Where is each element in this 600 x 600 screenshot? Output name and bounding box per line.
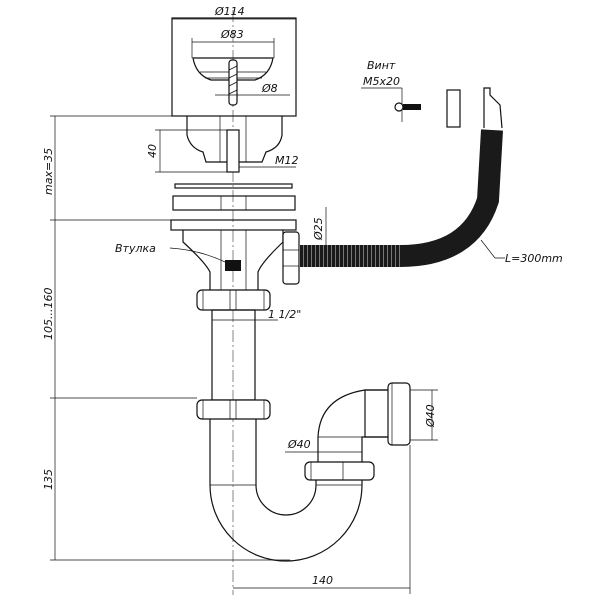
dim-m12: M12 (275, 154, 299, 167)
dim-140: 140 (312, 574, 333, 587)
dim-d83: Ø83 (220, 28, 244, 41)
screw-m5x20: Винт M5x20 (361, 59, 461, 128)
dim-40: 40 (146, 144, 159, 158)
drain-body-upper: 40 M12 (146, 116, 299, 173)
height-dimensions: max=35 105...160 135 (42, 115, 290, 561)
dim-max35: max=35 (42, 148, 55, 195)
dim-d40-trap: Ø40 (287, 438, 311, 451)
label-screw-size: M5x20 (363, 75, 400, 88)
dim-105-160: 105...160 (42, 288, 55, 340)
strainer-view: Ø114 Ø83 Ø8 (171, 5, 297, 117)
label-bushing: Втулка (115, 242, 156, 255)
drain-body-lower: Втулка (115, 219, 300, 290)
dim-d8: Ø8 (261, 82, 278, 95)
dim-thread: 1 1/2" (268, 308, 301, 321)
dim-hose-length: L=300mm (505, 252, 563, 265)
overflow-hose: Ø25 L=300mm (299, 87, 563, 267)
gaskets (172, 183, 296, 211)
dim-d25: Ø25 (312, 217, 325, 241)
bottle-trap-u-bend: Ø40 Ø40 (209, 382, 438, 562)
label-screw: Винт (367, 59, 396, 72)
dim-d114: Ø114 (214, 5, 245, 18)
overflow-plate (446, 89, 461, 128)
dim-d40-outlet: Ø40 (424, 404, 437, 428)
dim-135: 135 (42, 469, 55, 490)
width-dimension: 140 (233, 445, 411, 594)
tailpiece: 1 1/2" (196, 289, 301, 420)
